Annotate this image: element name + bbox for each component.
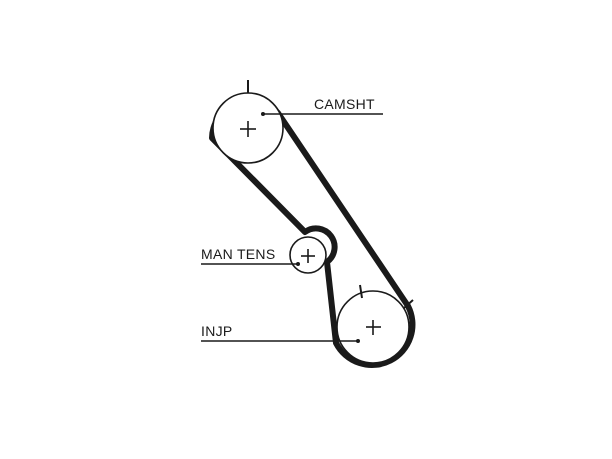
injection-pump-label: INJP bbox=[201, 323, 233, 339]
injection-pump-pulley bbox=[336, 284, 414, 364]
camshaft-leader bbox=[261, 112, 383, 116]
camshaft-label: CAMSHT bbox=[314, 96, 375, 112]
injection-pump-leader bbox=[201, 339, 360, 343]
tensioner-pulley bbox=[289, 236, 327, 274]
tensioner-label: MAN TENS bbox=[201, 246, 276, 262]
camshaft-pulley bbox=[212, 80, 284, 164]
tensioner-leader bbox=[201, 262, 300, 266]
